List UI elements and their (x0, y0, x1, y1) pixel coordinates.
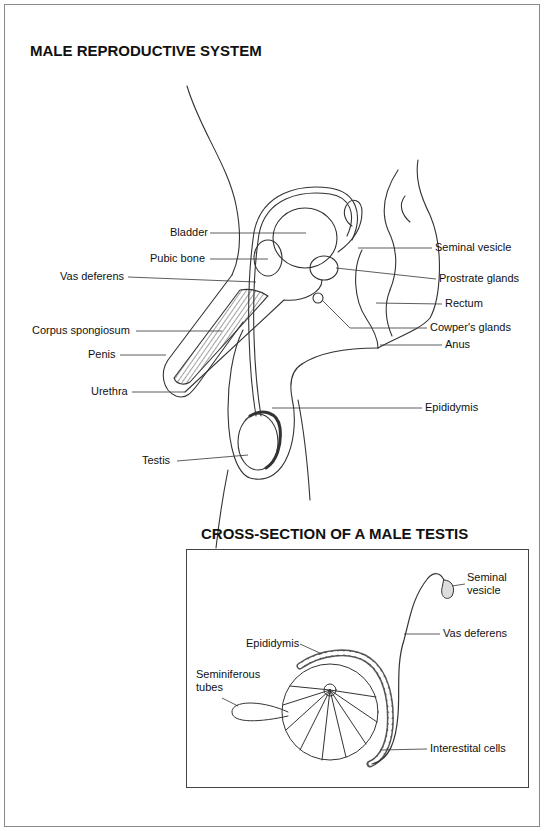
part-label: Seminiferous tubes (196, 668, 258, 694)
septum-line (330, 690, 377, 722)
vas-deferens (372, 574, 444, 764)
buttock-outline (378, 160, 439, 348)
seminal-vesicle (442, 580, 454, 598)
leader-line (300, 644, 322, 654)
vas-deferens (249, 187, 358, 416)
perineum-line (302, 348, 378, 364)
seminiferous-tube (232, 703, 288, 721)
epididymis-coils (300, 653, 390, 764)
leader-line (210, 233, 306, 234)
part-label: Testis (142, 454, 170, 467)
scrotum-outline (228, 330, 302, 479)
part-label: Corpus spongiosum (32, 324, 130, 337)
part-label: Rectum (445, 297, 483, 310)
leader-line (222, 698, 238, 706)
part-label: Penis (88, 348, 116, 361)
leader-line (380, 345, 442, 346)
leader-line (376, 303, 442, 304)
part-label: Vas deferens (60, 270, 124, 283)
testis-section (282, 664, 378, 760)
septum-line (330, 690, 376, 697)
part-label: Cowper's glands (430, 321, 511, 334)
part-label: Interestital cells (430, 742, 506, 755)
septum-line (283, 690, 330, 705)
diagram-title: MALE REPRODUCTIVE SYSTEM (30, 42, 262, 60)
leader-line (404, 634, 440, 635)
inset-heading: CROSS-SECTION OF A MALE TESTIS (201, 525, 468, 543)
vas-deferens (254, 193, 352, 416)
back-outline (384, 170, 398, 290)
leader-line (322, 300, 427, 328)
rectum-outline (386, 290, 392, 336)
epididymis (300, 653, 390, 764)
pubic-bone (254, 240, 282, 276)
epididymis (250, 412, 280, 468)
leader-line (336, 268, 436, 279)
leader-line (177, 455, 248, 461)
leader-line (120, 355, 166, 356)
bladder (273, 208, 337, 268)
septum-line (322, 690, 330, 760)
part-label: Urethra (91, 385, 128, 398)
part-label: Pubic bone (150, 252, 205, 265)
rectum-outline (356, 250, 378, 348)
septum-line (286, 690, 330, 730)
septum-line (290, 686, 330, 690)
leader-line (132, 392, 185, 393)
septum-line (330, 690, 366, 744)
prostate-gland (310, 256, 338, 280)
part-label: Vas deferens (443, 627, 507, 640)
septum-line (300, 690, 330, 750)
part-label: Epididymis (246, 637, 299, 650)
septum-line (330, 690, 346, 757)
cowpers-gland (313, 293, 323, 303)
part-label: Seminal vesicle (467, 571, 513, 597)
part-label: Epididymis (425, 401, 478, 414)
leader-line (136, 331, 222, 332)
leader-line (358, 248, 432, 249)
part-label: Bladder (170, 226, 208, 239)
leader-line (128, 277, 256, 282)
body-outline (401, 196, 410, 222)
part-label: Seminal vesicle (435, 241, 511, 254)
leader-line (272, 408, 422, 409)
part-label: Anus (445, 338, 470, 351)
abdomen-outline (187, 86, 239, 275)
leader-line (452, 584, 465, 586)
part-label: Prostrate glands (439, 272, 519, 285)
leader-line (380, 749, 427, 750)
thigh-line (298, 400, 310, 500)
leader-line (210, 259, 268, 260)
page-frame (5, 5, 540, 827)
